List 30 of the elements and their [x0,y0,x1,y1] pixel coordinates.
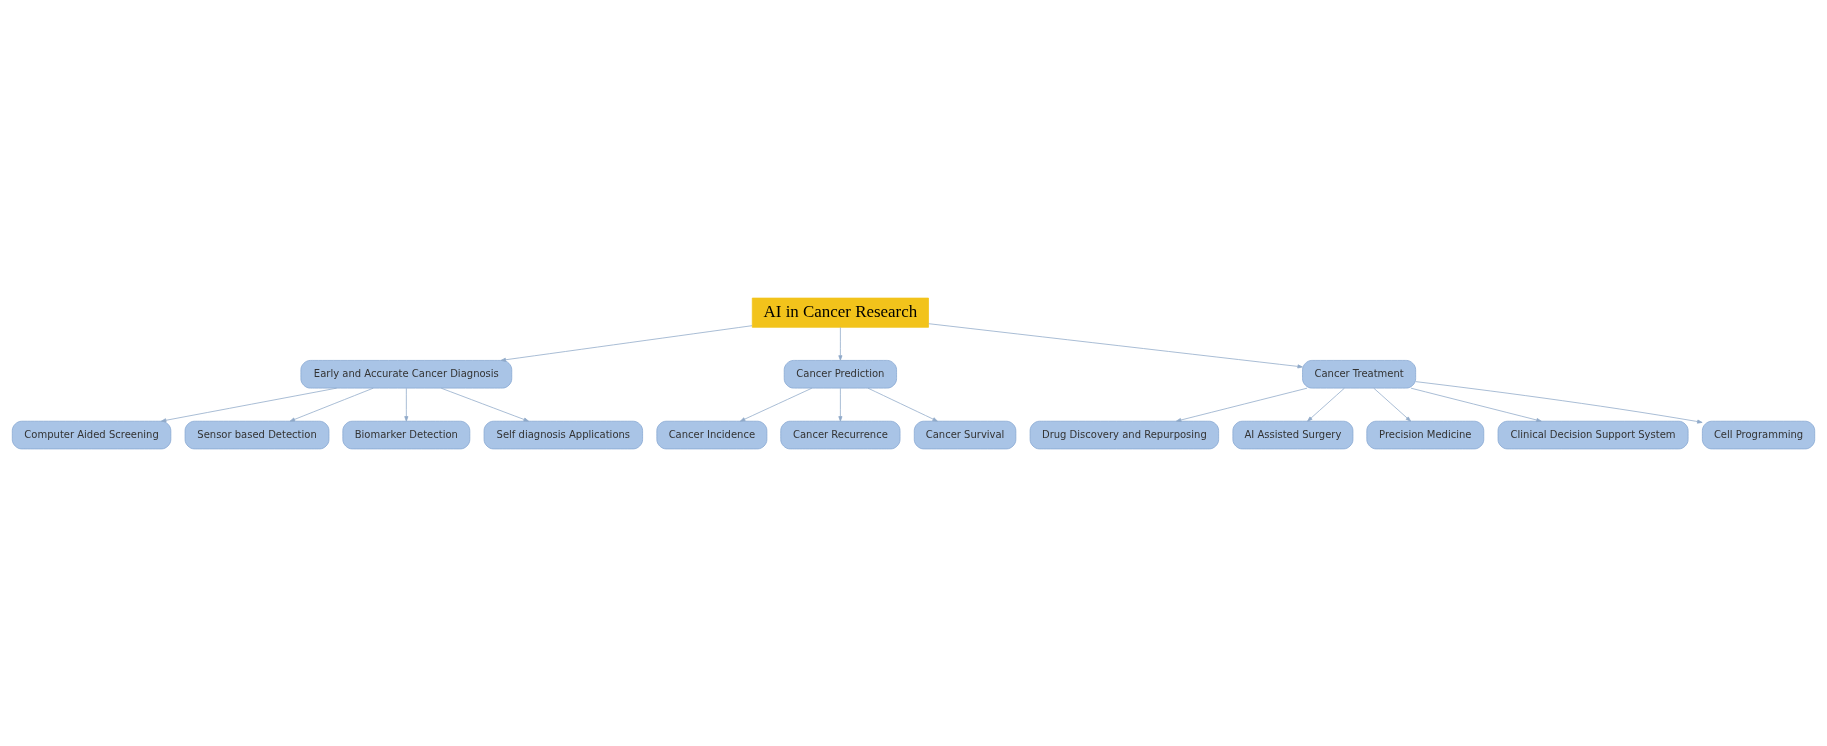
node-box: Self diagnosis Applications [483,420,643,449]
node-box: Cancer Prediction [783,359,897,388]
node-box: Precision Medicine [1366,420,1485,449]
arrow [838,387,843,422]
node-box: Cancer Survival [913,420,1017,449]
node-box: AI Assisted Surgery [1232,420,1354,449]
node-box: Cancer Incidence [656,420,768,449]
node-box: Sensor based Detection [184,420,330,449]
arrow [867,387,938,422]
arrow [404,387,409,422]
node-box: Clinical Decision Support System [1497,420,1689,449]
arrow [928,322,1303,368]
node-box: Computer Aided Screening [11,420,172,449]
node-box: Biomarker Detection [342,420,471,449]
arrow [500,324,753,362]
arrow [1373,387,1412,422]
arrow [1410,387,1542,422]
node-box: Drug Discovery and Repurposing [1029,420,1220,449]
arrow [440,387,529,422]
arrow [160,387,338,422]
arrow [289,387,374,422]
node-box: AI in Cancer Research [751,297,929,328]
arrow [1415,380,1703,424]
node-box: Cell Programming [1701,420,1816,449]
arrow [739,387,813,422]
arrow [1175,387,1308,422]
node-box: Cancer Recurrence [780,420,901,449]
arrow [838,326,843,361]
arrow [1307,387,1345,422]
node-box: Cancer Treatment [1302,359,1417,388]
